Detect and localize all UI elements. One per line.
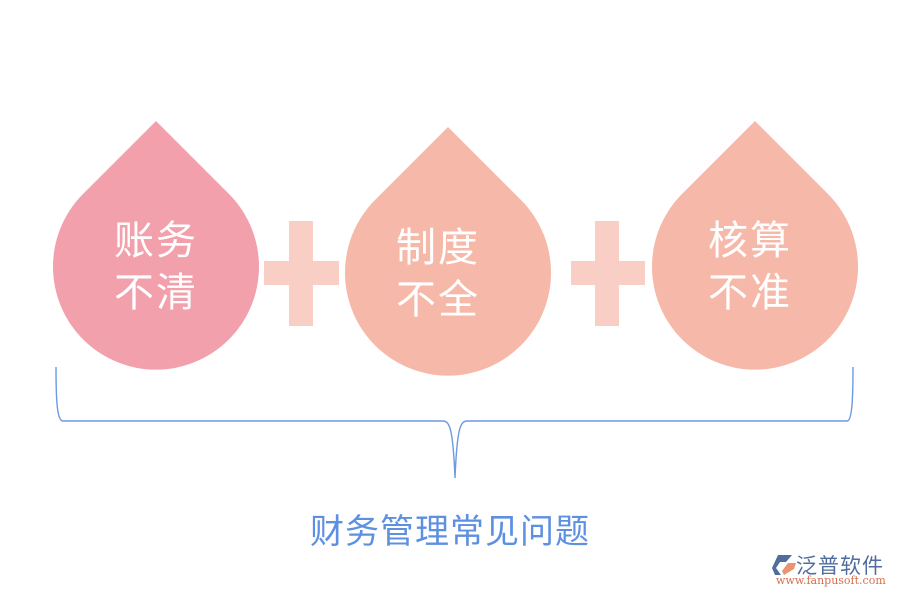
drop-label-2-line1: 制度: [396, 225, 480, 271]
drop-label-2-line2: 不全: [396, 277, 480, 323]
logo-mark-icon: [772, 555, 796, 575]
drop-label-1-line1: 账务: [114, 218, 198, 264]
plus-icon-2: [571, 221, 645, 326]
drop-label-3-line2: 不准: [708, 270, 792, 316]
drop-label-1-line2: 不清: [114, 270, 198, 316]
plus-icon-1: [264, 221, 339, 326]
drop-label-2: 制度 不全: [358, 222, 518, 326]
curly-bracket: [55, 366, 854, 479]
drop-shape-1: [53, 121, 260, 370]
drop-label-3: 核算 不准: [670, 215, 830, 319]
logo-url: www.fanpusoft.com: [776, 574, 886, 587]
drop-label-1: 账务 不清: [76, 215, 236, 319]
logo-name: 泛普软件: [796, 554, 884, 578]
diagram-title: 财务管理常见问题: [310, 512, 590, 552]
drop-label-3-line1: 核算: [708, 218, 792, 264]
drop-shape-2: [344, 127, 551, 376]
brand-logo: 泛普软件 www.fanpusoft.com: [768, 552, 896, 592]
drop-shape-3: [652, 121, 858, 370]
